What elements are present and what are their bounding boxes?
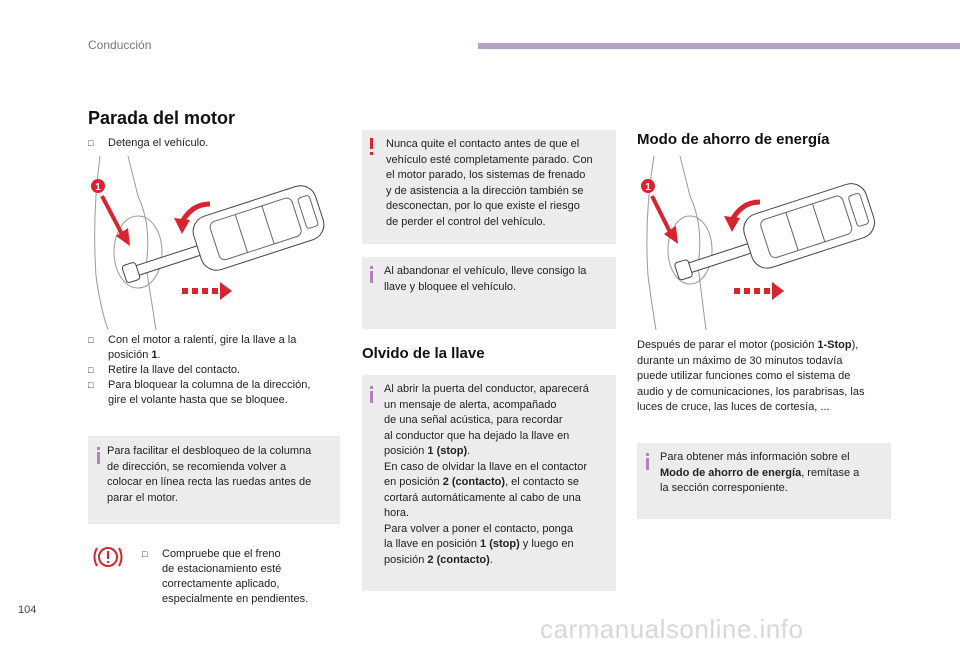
callout-marker-2 [641, 179, 655, 193]
info-icon-bar [370, 271, 373, 283]
page-title: Parada del motor [88, 108, 236, 128]
step-stop-vehicle: □Detenga el vehículo. [88, 137, 209, 149]
step-remove-key: □Retire la llave del contacto. [88, 364, 241, 376]
callout-marker [91, 179, 105, 193]
bullet-marker: □ [88, 138, 94, 148]
ignition-key-illustration: 1 [91, 156, 325, 330]
step-lock-steering: □Para bloquear la columna de la direcció… [88, 379, 311, 406]
info-icon-dot [370, 386, 373, 389]
page-number: 104 [18, 604, 37, 616]
warning-icon-dot [370, 152, 373, 155]
parking-brake-icon [93, 547, 123, 567]
callout-number: 1 [95, 182, 101, 193]
energy-saving-paragraph: Después de parar el motor (posición 1-St… [637, 339, 865, 413]
info-icon-bar [97, 452, 100, 464]
info-text-energy-saving: Para obtener más información sobre el Mo… [660, 451, 860, 494]
info-box-take-key [362, 257, 616, 329]
info-text-forgotten-key: Al abrir la puerta del conductor, aparec… [384, 383, 589, 566]
section-label: Conducción [88, 38, 152, 52]
callout-number-2: 1 [645, 182, 651, 193]
info-icon-bar [646, 458, 649, 470]
info-text-steering: Para facilitar el desbloqueo de la colum… [107, 445, 312, 504]
info-icon-bar [370, 391, 373, 403]
warning-icon-bar [370, 138, 373, 149]
info-icon-dot [97, 447, 100, 450]
info-box-energy-saving [637, 443, 891, 519]
step-idle-turn-key: □Con el motor a ralentí, gire la llave a… [88, 334, 297, 361]
watermark: carmanualsonline.info [540, 614, 804, 644]
info-box-steering [88, 436, 340, 524]
info-icon-dot [370, 266, 373, 269]
warning-box [362, 130, 616, 244]
info-box-forgotten-key [362, 375, 616, 591]
section-title-energy-saving: Modo de ahorro de energía [637, 131, 830, 148]
ignition-key-illustration-2: 1 [641, 156, 875, 330]
info-text-take-key: Al abandonar el vehículo, lleve consigo … [384, 265, 587, 293]
header-accent-bar [478, 43, 960, 49]
section-title-forgotten-key: Olvido de la llave [362, 345, 485, 362]
info-icon-dot [646, 453, 649, 456]
steps-list: □Con el motor a ralentí, gire la llave a… [88, 333, 348, 408]
